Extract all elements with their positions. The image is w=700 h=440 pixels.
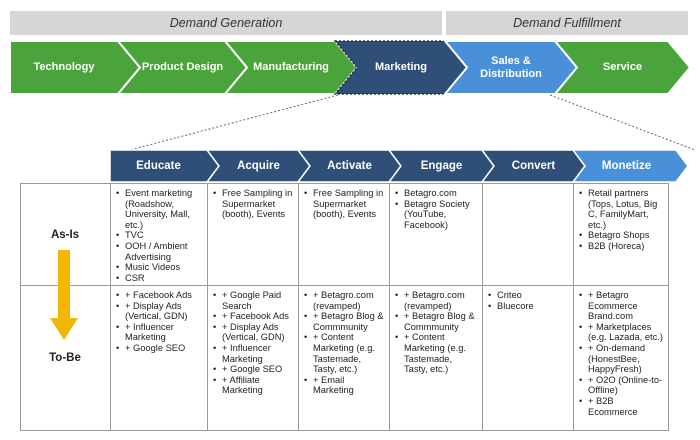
cell-to-be-5: + Betagro Ecommerce Brand.com+ Marketpla… — [579, 290, 664, 417]
grid-col-4 — [482, 183, 483, 431]
value-chain-label-1: Product Design — [141, 61, 224, 73]
arrow-head — [50, 318, 78, 340]
cell-list: Free Sampling in Supermarket (booth), Ev… — [213, 188, 294, 220]
funnel-tab-5 — [571, 149, 689, 183]
value-chain-label-4: Sales & Distribution — [480, 54, 542, 80]
row-label-as-is: As-Is — [50, 229, 80, 241]
cell-list-item: + Google Paid Search — [213, 290, 294, 311]
cell-list-item: OOH / Ambient Advertising — [116, 241, 203, 262]
cell-as-is-2: Free Sampling in Supermarket (booth), Ev… — [304, 188, 385, 220]
funnel-tab-label-4: Convert — [511, 160, 556, 172]
cell-list-item: + Betagro Blog & Commmunity — [395, 311, 478, 332]
cell-list-item: B2B (Horeca) — [579, 241, 664, 252]
cell-list-item: Retail partners (Tops, Lotus, Big C, Fam… — [579, 188, 664, 230]
cell-list-item: Betagro Shops — [579, 230, 664, 241]
value-chain-label-5: Service — [602, 61, 643, 73]
funnel-tab-label-1: Acquire — [237, 160, 280, 172]
grid-col-0 — [110, 183, 111, 431]
cell-list-item: + On-demand (HonestBee, HappyFresh) — [579, 343, 664, 375]
funnel-tab-label-0: Educate — [136, 160, 181, 172]
cell-list-item: + O2O (Online-to-Offline) — [579, 375, 664, 396]
demand-generation-band: Demand Generation — [10, 11, 442, 35]
cell-list-item: + B2B Ecommerce — [579, 396, 664, 417]
cell-list-item: + Betagro Blog & Commmunity — [304, 311, 385, 332]
cell-list-item: + Betagro.com (revamped) — [304, 290, 385, 311]
cell-list: Retail partners (Tops, Lotus, Big C, Fam… — [579, 188, 664, 252]
arrow-shaft — [58, 250, 70, 322]
funnel-tab-label-3: Engage — [420, 160, 463, 172]
grid-top — [20, 183, 668, 184]
cell-to-be-3: + Betagro.com (revamped)+ Betagro Blog &… — [395, 290, 478, 375]
cell-list-item: + Facebook Ads — [213, 311, 294, 322]
cell-to-be-0: + Facebook Ads+ Display Ads (Vertical, G… — [116, 290, 203, 354]
cell-list-item: + Google SEO — [116, 343, 203, 354]
value-chain-chevron-5 — [552, 40, 692, 95]
cell-list-item: Free Sampling in Supermarket (booth), Ev… — [304, 188, 385, 220]
zoom-line-right — [549, 94, 696, 151]
value-chain-label-2: Manufacturing — [253, 61, 329, 73]
grid-col-1 — [207, 183, 208, 431]
cell-as-is-5: Retail partners (Tops, Lotus, Big C, Fam… — [579, 188, 664, 252]
cell-list-item: TVC — [116, 230, 203, 241]
cell-list-item: Music Videos — [116, 262, 203, 273]
cell-list: + Betagro.com (revamped)+ Betagro Blog &… — [304, 290, 385, 396]
demand-generation-label: Demand Generation — [169, 16, 283, 30]
cell-list-item: + Betagro Ecommerce Brand.com — [579, 290, 664, 322]
funnel-tab-label-5: Monetize — [601, 160, 652, 172]
cell-list: + Betagro Ecommerce Brand.com+ Marketpla… — [579, 290, 664, 417]
grid-col-2 — [298, 183, 299, 431]
cell-list-item: Betagro.com — [395, 188, 478, 199]
value-chain-label-0: Technology — [33, 61, 95, 73]
cell-list-item: Event marketing (Roadshow, University, M… — [116, 188, 203, 230]
cell-list-item: + Content Marketing (e.g. Tastemade, Tas… — [304, 332, 385, 374]
row-label-to-be: To-Be — [49, 352, 81, 364]
cell-list-item: Criteo — [488, 290, 569, 301]
cell-list-item: + Facebook Ads — [116, 290, 203, 301]
grid-col-5 — [573, 183, 574, 431]
cell-list-item: + Google SEO — [213, 364, 294, 375]
cell-list-item: + Email Marketing — [304, 375, 385, 396]
cell-list: Betagro.comBetagro Society (YouTube, Fac… — [395, 188, 478, 230]
cell-list-item: Betagro Society (YouTube, Facebook) — [395, 199, 478, 231]
cell-list: Event marketing (Roadshow, University, M… — [116, 188, 203, 283]
cell-list-item: + Influencer Marketing — [213, 343, 294, 364]
grid-col-6 — [668, 183, 669, 431]
cell-to-be-4: CriteoBluecore — [488, 290, 569, 311]
funnel-tab-label-2: Activate — [327, 160, 372, 172]
cell-list-item: + Display Ads (Vertical, GDN) — [116, 301, 203, 322]
cell-list-item: + Content Marketing (e.g. Tastemade, Tas… — [395, 332, 478, 374]
cell-as-is-0: Event marketing (Roadshow, University, M… — [116, 188, 203, 283]
cell-to-be-2: + Betagro.com (revamped)+ Betagro Blog &… — [304, 290, 385, 396]
cell-list-item: Bluecore — [488, 301, 569, 312]
cell-list: + Google Paid Search+ Facebook Ads+ Disp… — [213, 290, 294, 396]
cell-list-item: + Display Ads (Vertical, GDN) — [213, 322, 294, 343]
cell-list: Free Sampling in Supermarket (booth), Ev… — [304, 188, 385, 220]
cell-as-is-3: Betagro.comBetagro Society (YouTube, Fac… — [395, 188, 478, 230]
cell-list-item: Free Sampling in Supermarket (booth), Ev… — [213, 188, 294, 220]
cell-list-item: + Betagro.com (revamped) — [395, 290, 478, 311]
cell-list-item: + Marketplaces (e.g. Lazada, etc.) — [579, 322, 664, 343]
grid-bottom — [20, 430, 668, 431]
demand-fulfillment-label: Demand Fulfillment — [513, 16, 621, 30]
value-chain-label-3: Marketing — [375, 61, 427, 73]
cell-to-be-1: + Google Paid Search+ Facebook Ads+ Disp… — [213, 290, 294, 396]
grid-col-3 — [389, 183, 390, 431]
cell-list: + Facebook Ads+ Display Ads (Vertical, G… — [116, 290, 203, 354]
cell-as-is-1: Free Sampling in Supermarket (booth), Ev… — [213, 188, 294, 220]
cell-list: + Betagro.com (revamped)+ Betagro Blog &… — [395, 290, 478, 375]
cell-list-item: + Influencer Marketing — [116, 322, 203, 343]
grid-mid — [20, 285, 668, 286]
grid-left — [20, 183, 21, 431]
cell-list-item: CSR — [116, 273, 203, 284]
demand-fulfillment-band: Demand Fulfillment — [446, 11, 688, 35]
cell-list-item: + Affiliate Marketing — [213, 375, 294, 396]
cell-list: CriteoBluecore — [488, 290, 569, 311]
